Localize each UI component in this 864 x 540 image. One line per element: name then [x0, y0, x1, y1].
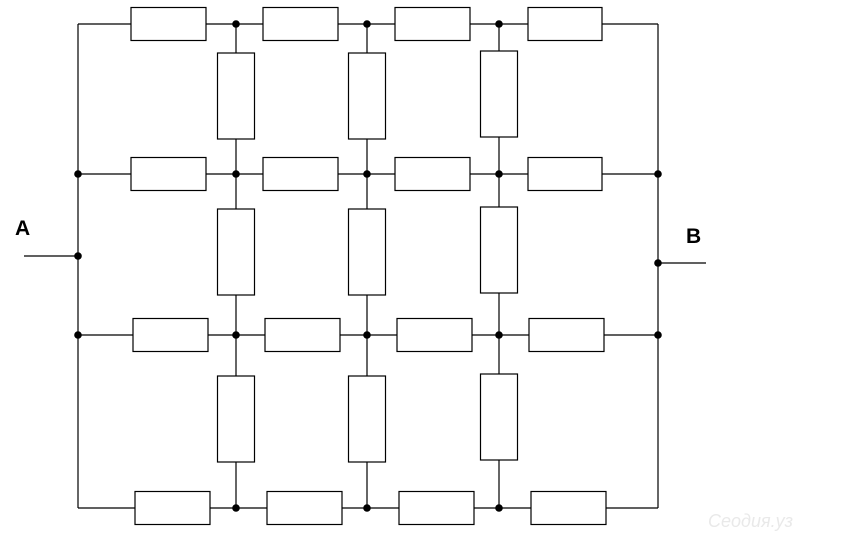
junction-node [654, 170, 662, 178]
resistor-h-r4-2 [266, 490, 343, 526]
resistor-v-g1-1 [216, 52, 256, 140]
resistor-h-r1-3 [394, 6, 471, 42]
junction-node [495, 331, 503, 339]
resistor-h-r1-4 [527, 6, 603, 42]
junction-node [74, 170, 82, 178]
resistor-h-r3-4 [528, 317, 605, 353]
junction-node [363, 170, 371, 178]
resistor-v-g2-3 [479, 206, 519, 294]
junction-node [74, 252, 82, 260]
terminal-b-label: B [686, 225, 701, 248]
resistor-v-g2-2 [347, 208, 387, 296]
resistor-h-r4-4 [530, 490, 607, 526]
resistor-h-r3-1 [132, 317, 209, 353]
junction-node [232, 20, 240, 28]
resistors [130, 6, 607, 526]
resistor-v-g1-3 [479, 50, 519, 138]
junction-nodes [74, 20, 662, 512]
resistor-h-r4-3 [398, 490, 475, 526]
resistor-h-r1-1 [130, 6, 207, 42]
watermark: Сеодия.уз [708, 511, 793, 531]
junction-node [495, 20, 503, 28]
resistor-h-r2-1 [130, 156, 207, 192]
resistor-h-r2-3 [394, 156, 471, 192]
resistor-v-g3-1 [216, 375, 256, 463]
resistor-v-g1-2 [347, 52, 387, 140]
resistor-h-r4-1 [134, 490, 211, 526]
resistor-h-r1-2 [262, 6, 339, 42]
resistor-h-r3-2 [264, 317, 341, 353]
junction-node [363, 20, 371, 28]
resistor-h-r2-4 [527, 156, 603, 192]
junction-node [654, 331, 662, 339]
resistor-v-g2-1 [216, 208, 256, 296]
resistor-v-g3-2 [347, 375, 387, 463]
junction-node [495, 170, 503, 178]
junction-node [654, 259, 662, 267]
terminal-a-label: A [15, 217, 30, 240]
junction-node [74, 331, 82, 339]
junction-node [363, 331, 371, 339]
junction-node [232, 170, 240, 178]
resistor-h-r2-2 [262, 156, 339, 192]
resistor-h-r3-3 [396, 317, 473, 353]
junction-node [232, 331, 240, 339]
junction-node [495, 504, 503, 512]
junction-node [232, 504, 240, 512]
resistor-v-g3-3 [479, 373, 519, 461]
junction-node [363, 504, 371, 512]
